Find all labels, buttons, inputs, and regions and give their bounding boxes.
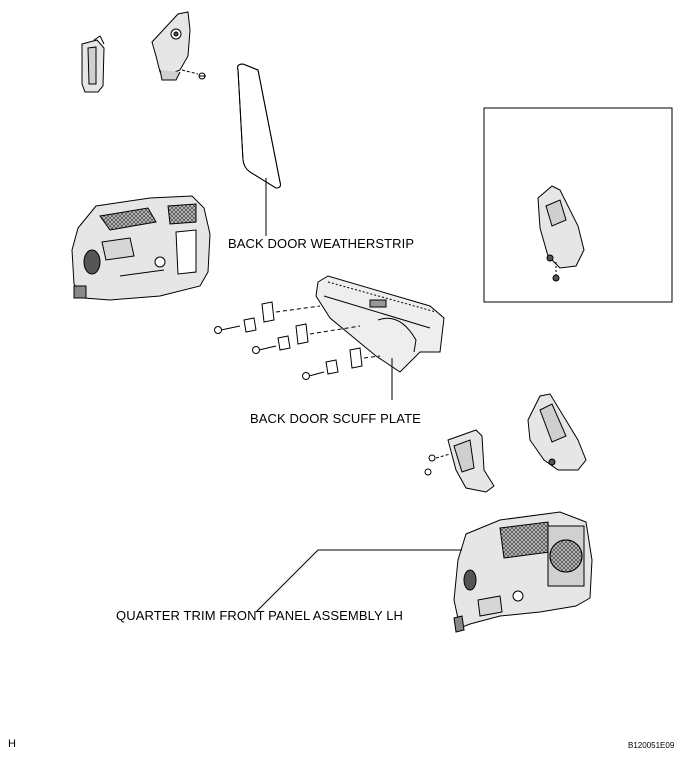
back-door-scuff-plate-label: BACK DOOR SCUFF PLATE [250,411,421,426]
upper-quarter-trim-bracket-part [151,11,206,81]
quarter-trim-front-panel-label: QUARTER TRIM FRONT PANEL ASSEMBLY LH [116,608,404,623]
corner-letter: H [8,738,16,750]
figure-code: B120051E09 [628,741,675,750]
quarter-trim-rear-panel-part [71,195,211,301]
quarter-trim-leader-line [255,549,319,613]
quarter-trim-front-panel-part [453,511,593,633]
quarter-pillar-bracket-part [527,393,587,471]
lower-pillar-trim-part [424,429,495,493]
back-door-weatherstrip-part [237,63,281,236]
back-door-scuff-plate-part [315,275,445,400]
back-door-weatherstrip-label: BACK DOOR WEATHERSTRIP [228,236,415,251]
pillar-trim-small-part [81,35,105,93]
scuff-plate-clips-part [214,301,381,380]
detail-inset-box [483,107,673,303]
